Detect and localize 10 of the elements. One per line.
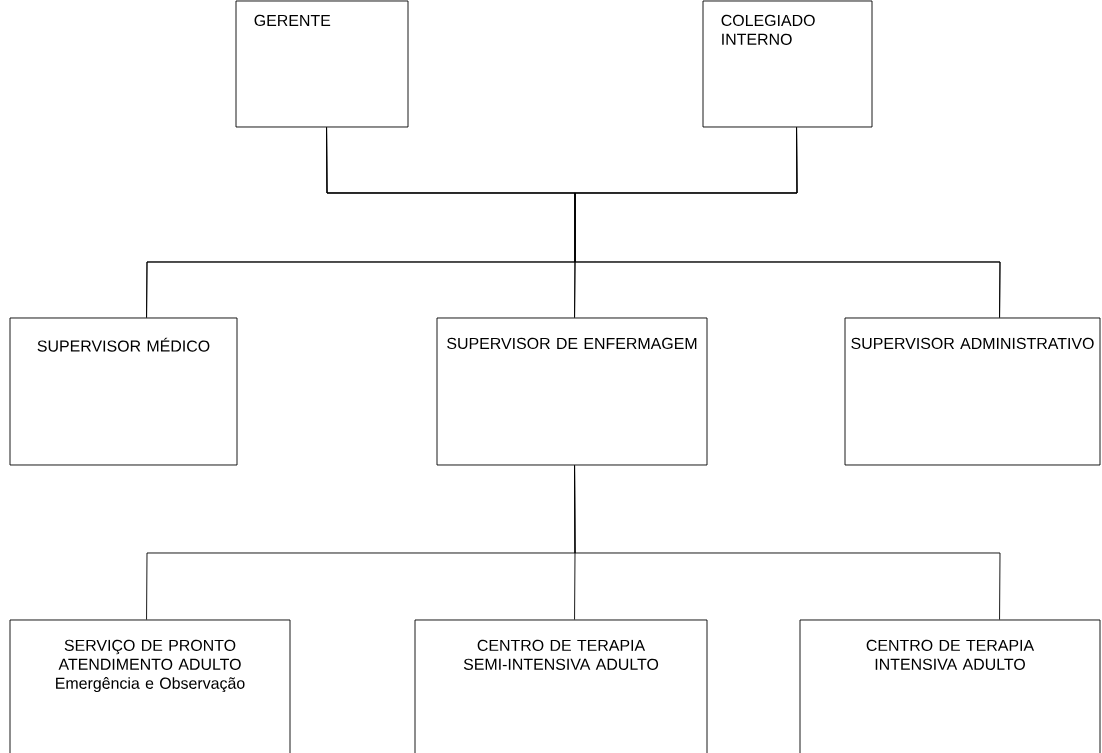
org-box: SERVIÇO DE PRONTO ATENDIMENTO ADULTO Emergência e Observação	[9, 619, 291, 753]
org-box: GERENTE	[235, 0, 409, 128]
org-box: CENTRO DE TERAPIA SEMI-INTENSIVA ADULTO	[414, 619, 708, 753]
org-box: SUPERVISOR DE ENFERMAGEM	[436, 317, 708, 466]
connector-line	[574, 127, 1001, 318]
org-box: COLEGIADO INTERNO	[702, 0, 873, 128]
org-box: SUPERVISOR MÉDICO	[9, 317, 238, 466]
org-box: CENTRO DE TERAPIA INTENSIVA ADULTO	[799, 619, 1101, 753]
org-box: SUPERVISOR ADMINISTRATIVO	[844, 317, 1101, 466]
connector-line	[574, 465, 1001, 620]
